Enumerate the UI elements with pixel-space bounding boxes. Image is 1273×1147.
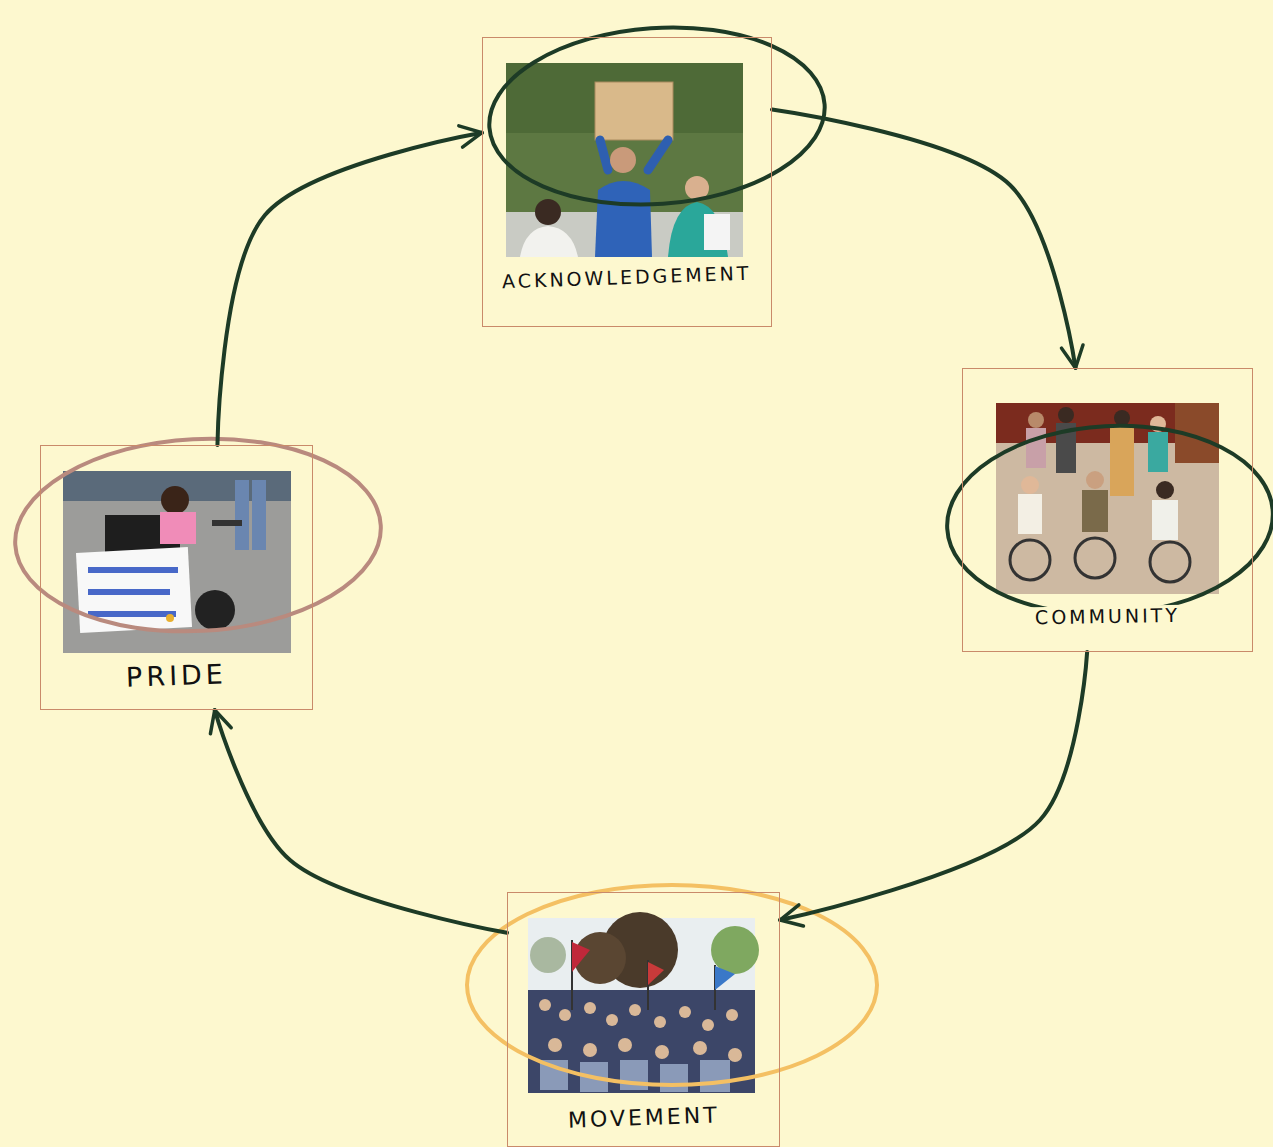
photo-frame: ACKNOWLEDGEMENT <box>482 37 772 327</box>
highlight-circle <box>10 430 386 641</box>
protest-photo <box>506 63 743 257</box>
photo-frame: PRIDE <box>40 445 313 710</box>
photo-frame: COMMUNITY <box>962 368 1253 652</box>
cycle-arrow <box>780 652 1087 920</box>
photo-frame: MOVEMENT <box>507 892 780 1147</box>
cycle-arrow <box>772 110 1075 369</box>
stage-label: PRIDE <box>122 658 232 693</box>
stage-label: ACKNOWLEDGEMENT <box>498 263 756 294</box>
highlight-circle <box>467 885 877 1085</box>
stage-label: MOVEMENT <box>563 1102 723 1133</box>
group-photo <box>996 403 1219 594</box>
cycle-arrow <box>217 133 482 445</box>
stage-label: COMMUNITY <box>1031 605 1184 630</box>
cycle-arrow <box>215 710 507 933</box>
crowd-photo <box>528 912 759 1093</box>
highlight-circle <box>942 418 1273 623</box>
highlight-circle <box>483 16 830 215</box>
